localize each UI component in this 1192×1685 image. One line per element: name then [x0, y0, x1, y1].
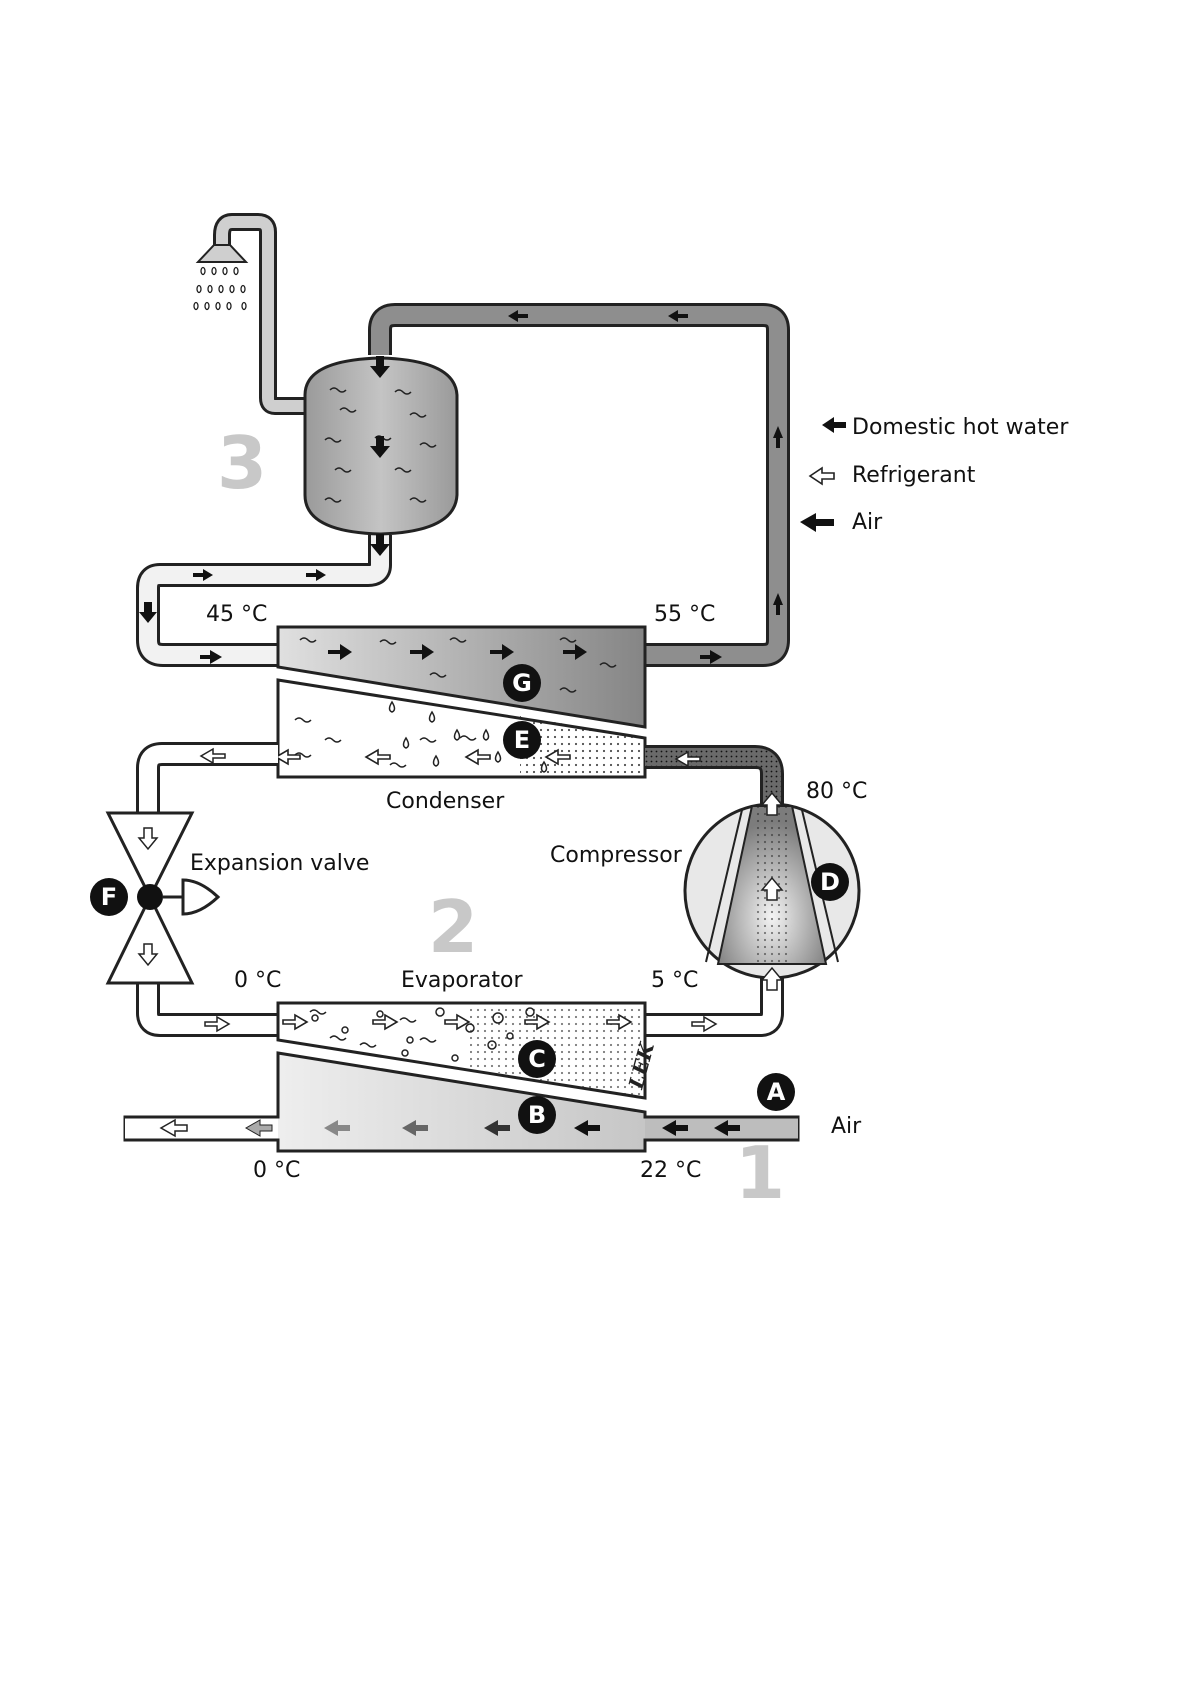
compressor-label: Compressor: [550, 843, 683, 868]
temp-compressor-out: 80 °C: [806, 779, 867, 804]
svg-text:C: C: [528, 1045, 546, 1073]
temp-air-out: 0 °C: [253, 1158, 300, 1183]
legend-hot-water: Domestic hot water: [852, 415, 1069, 440]
svg-text:F: F: [101, 883, 117, 911]
valve-actuator-icon: [183, 880, 218, 914]
badge-d: D: [811, 863, 849, 901]
badge-g: G: [503, 664, 541, 702]
temp-water-out: 55 °C: [654, 602, 715, 627]
badge-a: A: [757, 1073, 795, 1111]
badge-b: B: [518, 1096, 556, 1134]
svg-text:E: E: [514, 726, 530, 754]
svg-text:G: G: [512, 669, 532, 697]
badge-e: E: [503, 721, 541, 759]
temp-evaporator-in: 0 °C: [234, 968, 281, 993]
air-legend-icon: [800, 513, 834, 532]
hot-water-legend-icon: [822, 417, 846, 433]
air-inlet-label: Air: [831, 1114, 862, 1139]
badge-f: F: [90, 878, 128, 916]
temp-evaporator-out: 5 °C: [651, 968, 698, 993]
temp-air-in: 22 °C: [640, 1158, 701, 1183]
shower-head-icon: [198, 245, 246, 262]
expansion-valve-label: Expansion valve: [190, 851, 369, 876]
badge-c: C: [518, 1040, 556, 1078]
circuit-number-2: 2: [428, 885, 478, 969]
shower-drops-icon: [194, 268, 246, 310]
legend-air: Air: [852, 510, 883, 535]
temp-water-in: 45 °C: [206, 602, 267, 627]
svg-text:D: D: [820, 868, 840, 896]
legend-refrigerant: Refrigerant: [852, 463, 976, 488]
circuit-number-1: 1: [735, 1131, 785, 1215]
refrigerant-legend-icon: [810, 468, 834, 484]
circuit-number-3: 3: [217, 421, 267, 505]
evaporator-label: Evaporator: [401, 968, 523, 993]
condenser-label: Condenser: [386, 789, 505, 814]
svg-text:B: B: [528, 1101, 546, 1129]
legend: Domestic hot water Refrigerant Air: [800, 415, 1069, 535]
svg-text:A: A: [767, 1078, 786, 1106]
